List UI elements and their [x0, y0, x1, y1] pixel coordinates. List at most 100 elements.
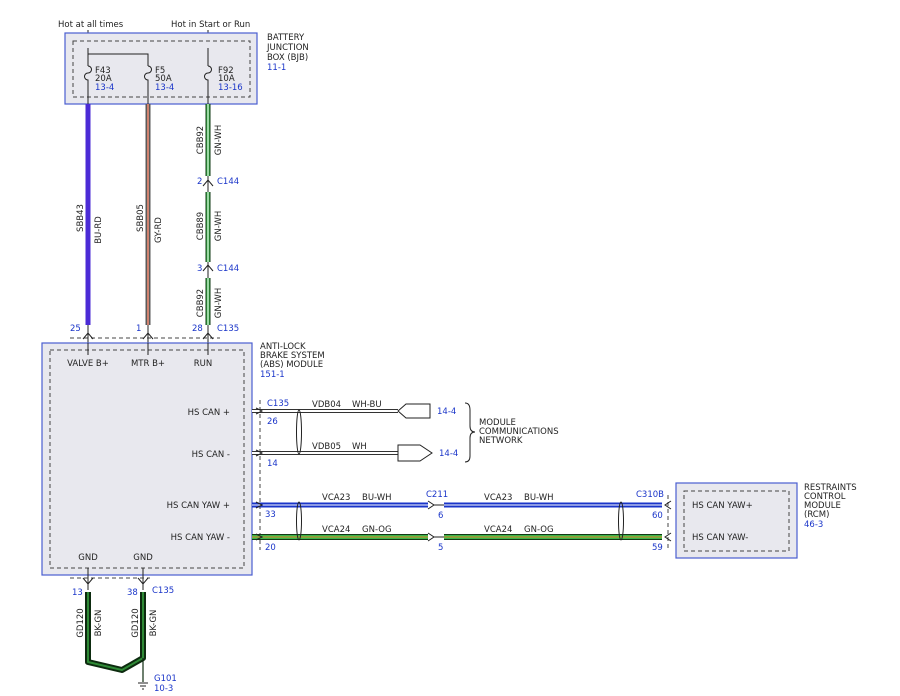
- ground-connector-c135[interactable]: C135: [152, 586, 174, 596]
- wire-vdb04-circuit: VDB04: [312, 400, 341, 410]
- dest-arrow-2: [397, 444, 433, 462]
- abs-module-box: [41, 342, 253, 576]
- c211-pin-5: 5: [438, 543, 443, 553]
- wire-gd120-a-circuit: GD120: [76, 608, 86, 637]
- abs-pin-26: 26: [267, 417, 278, 427]
- wire-cbb89-color: GN-WH: [214, 211, 224, 241]
- abs-title-line-3: (ABS) MODULE: [260, 360, 323, 370]
- bjb-title-line-2: JUNCTION: [266, 43, 309, 53]
- rcm-module-box: [675, 482, 798, 559]
- fuse-f43-rating: 20A: [95, 74, 112, 84]
- rcm-pin-60: 60: [652, 511, 663, 521]
- wire-vca24-a-circuit: VCA24: [322, 525, 350, 535]
- wire-vca24-b-color: GN-OG: [524, 525, 554, 535]
- fuse-f5-symbol: [144, 65, 152, 104]
- wire-cbb92-bottom-circuit: CBB92: [196, 289, 206, 317]
- ground-pin-38: 38: [127, 588, 138, 598]
- wire-gd120-a-color: BK-GN: [94, 610, 104, 637]
- abs-valve-b-label: VALVE B+: [67, 359, 109, 369]
- wire-vca24-b-circuit: VCA24: [484, 525, 512, 535]
- rcm-yaw-plus-label: HS CAN YAW+: [692, 501, 753, 511]
- wire-vca23-a-circuit: VCA23: [322, 493, 350, 503]
- abs-pin-20: 20: [265, 543, 276, 553]
- wire-sbb43-color: BU-RD: [94, 216, 104, 244]
- bjb-bus: [87, 48, 149, 66]
- wire-sbb05-color: GY-RD: [154, 217, 164, 243]
- wire-cbb92-top-color: GN-WH: [214, 125, 224, 155]
- wire-vca23-b-color: BU-WH: [524, 493, 554, 503]
- rcm-title-line-2: CONTROL: [804, 492, 846, 502]
- bjb-ref-link[interactable]: 11-1: [267, 63, 286, 73]
- c144-pin-3: 3: [197, 264, 202, 274]
- fuse-f92-name: F92: [218, 66, 234, 76]
- twisted-pair-mark-2: [296, 501, 302, 541]
- network-brace: [464, 402, 476, 463]
- abs-title-line-1: ANTI-LOCK: [260, 342, 306, 352]
- label-hot-at-all-times: Hot at all times: [58, 20, 124, 30]
- rcm-ref-link[interactable]: 46-3: [804, 520, 823, 530]
- abs-hs-can-plus: HS CAN +: [188, 408, 230, 418]
- twisted-pair-mark-3: [618, 501, 624, 541]
- label-hot-in-start-or-run: Hot in Start or Run: [171, 20, 250, 30]
- abs-connector-c135-right[interactable]: C135: [267, 399, 289, 409]
- bjb-box: [64, 32, 258, 105]
- wire-sbb43-circuit: SBB43: [76, 204, 86, 232]
- dest-link-1[interactable]: 14-4: [437, 407, 456, 417]
- wire-vdb04-color: WH-BU: [352, 400, 382, 410]
- network-line-2: COMMUNICATIONS: [479, 427, 559, 437]
- wire-vdb05-color: WH: [352, 442, 367, 452]
- wire-vca23-b-circuit: VCA23: [484, 493, 512, 503]
- c144-label-bottom[interactable]: C144: [217, 264, 239, 274]
- c211-pin-6: 6: [438, 511, 443, 521]
- wire-vca23-a-color: BU-WH: [362, 493, 392, 503]
- network-line-3: NETWORK: [479, 436, 523, 446]
- wire-cbb89-circuit: CBB89: [196, 212, 206, 240]
- bjb-inner-border: [72, 40, 251, 98]
- ground-ref[interactable]: 10-3: [154, 684, 173, 694]
- fuse-f5-rating: 50A: [155, 74, 172, 84]
- abs-mtr-b-label: MTR B+: [131, 359, 165, 369]
- abs-hs-can-minus: HS CAN -: [192, 450, 230, 460]
- c211-label[interactable]: C211: [426, 490, 448, 500]
- rcm-title-line-3: MODULE: [804, 501, 841, 511]
- abs-gnd-2: GND: [133, 553, 153, 563]
- twisted-pair-mark-1: [296, 409, 302, 455]
- ground-g101[interactable]: G101: [154, 674, 177, 684]
- abs-pin-25: 25: [70, 324, 81, 334]
- fuse-f5-ref[interactable]: 13-4: [155, 83, 174, 93]
- wire-gd120-b-circuit: GD120: [131, 608, 141, 637]
- abs-pin-28: 28: [192, 324, 203, 334]
- abs-title-line-2: BRAKE SYSTEM: [260, 351, 325, 361]
- abs-pin-14: 14: [267, 459, 278, 469]
- c144-label-top[interactable]: C144: [217, 177, 239, 187]
- abs-pin-1: 1: [136, 324, 141, 334]
- wire-cbb92-bottom-color: GN-WH: [214, 288, 224, 318]
- dest-arrow-1: [397, 403, 431, 419]
- fuse-f43-symbol: [84, 65, 92, 104]
- wire-sbb05-circuit: SBB05: [136, 204, 146, 232]
- fuse-f43-name: F43: [95, 66, 111, 76]
- abs-run-label: RUN: [194, 359, 213, 369]
- bjb-title-line-3: BOX (BJB): [267, 53, 308, 63]
- rcm-connector-c310b[interactable]: C310B: [636, 490, 664, 500]
- fuse-f92-rating: 10A: [218, 74, 235, 84]
- network-line-1: MODULE: [479, 418, 516, 428]
- c144-pin-2: 2: [197, 177, 202, 187]
- rcm-title-line-1: RESTRAINTS: [804, 483, 857, 493]
- wire-vdb05-circuit: VDB05: [312, 442, 341, 452]
- bjb-title-line-1: BATTERY: [267, 33, 305, 43]
- rcm-yaw-minus-label: HS CAN YAW-: [692, 533, 748, 543]
- abs-ref-link[interactable]: 151-1: [260, 370, 285, 380]
- fuse-f43-ref[interactable]: 13-4: [95, 83, 114, 93]
- dest-link-2[interactable]: 14-4: [439, 449, 458, 459]
- fuse-f5-name: F5: [155, 66, 165, 76]
- rcm-title-line-4: (RCM): [804, 510, 829, 520]
- wire-gd120-a[interactable]: [85, 592, 146, 673]
- ground-pin-13: 13: [72, 588, 83, 598]
- abs-connector-c135-top[interactable]: C135: [217, 324, 239, 334]
- wire-vca24-a-color: GN-OG: [362, 525, 392, 535]
- abs-gnd-1: GND: [78, 553, 98, 563]
- fuse-f92-ref[interactable]: 13-16: [218, 83, 243, 93]
- abs-hs-can-yaw-plus: HS CAN YAW +: [167, 501, 230, 511]
